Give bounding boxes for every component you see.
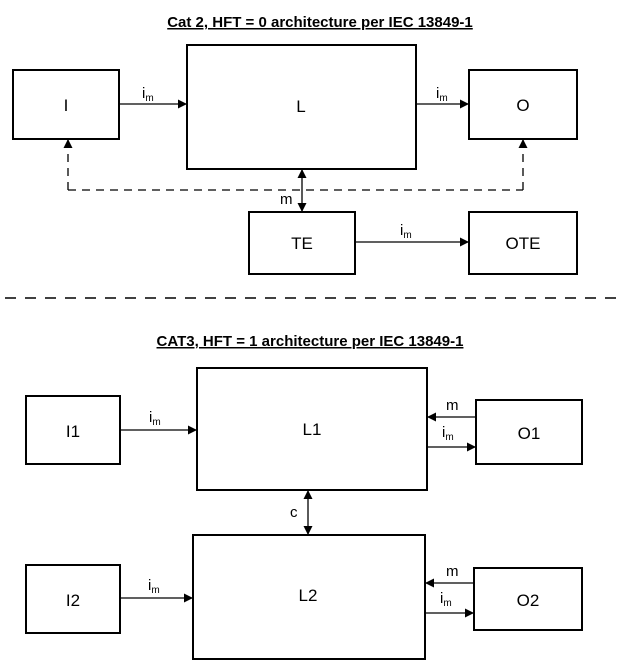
block-o-label: O [516,96,529,115]
block-ote-label: OTE [506,234,541,253]
block-i-label: I [64,96,69,115]
edge-label-c: c [290,504,298,521]
block-l-label: L [296,97,305,116]
block-l [186,44,417,170]
edge-label-i-to-l: im [142,85,154,104]
block-te [248,211,356,275]
block-o2-label: O2 [517,591,540,610]
block-o1 [475,399,583,465]
edge-label-l2-to-o2: im [440,590,452,609]
block-te-label: TE [291,234,313,253]
block-l2-label: L2 [299,586,318,605]
cat2-section: Cat 2, HFT = 0 architecture per IEC 1384… [12,14,578,275]
block-ote [468,211,578,275]
edge-label-o2-to-l2: m [446,563,459,580]
block-o1-label: O1 [518,424,541,443]
edge-label-i1-to-l1: im [149,409,161,428]
block-i [12,69,120,140]
edge-label-l-to-o: im [436,85,448,104]
block-l1-label: L1 [303,420,322,439]
block-i1 [25,395,121,465]
block-i2-label: I2 [66,591,80,610]
edge-label-l1-to-o1: im [442,424,454,443]
block-o2 [473,567,583,631]
edge-label-o1-to-l1: m [446,397,459,414]
block-i2 [25,564,121,634]
edge-label-te-to-ote: im [400,222,412,241]
cat2-title: Cat 2, HFT = 0 architecture per IEC 1384… [167,14,473,31]
edge-label-i2-to-l2: im [148,577,160,596]
cat3-title: CAT3, HFT = 1 architecture per IEC 13849… [157,333,464,350]
block-i1-label: I1 [66,422,80,441]
edge-label-m: m [280,191,293,208]
block-l2 [192,534,426,660]
cat3-section: CAT3, HFT = 1 architecture per IEC 13849… [25,333,583,660]
